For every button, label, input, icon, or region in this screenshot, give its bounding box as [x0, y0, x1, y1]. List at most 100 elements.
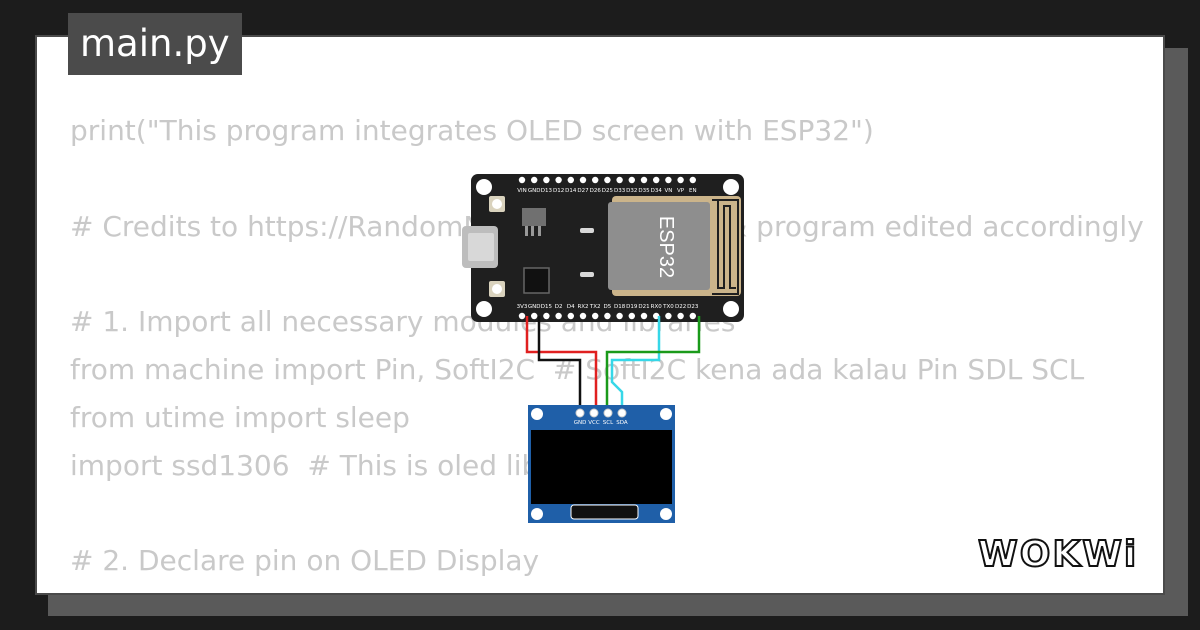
voltage-regulator — [522, 208, 546, 226]
esp32-pin-3v3[interactable] — [518, 312, 526, 320]
esp32-pin-tx0[interactable] — [665, 312, 672, 320]
esp32-pin-tx2[interactable] — [592, 312, 599, 320]
oled-screen — [531, 430, 672, 504]
esp32-pin-d33[interactable] — [616, 176, 623, 184]
file-tab[interactable]: main.py — [68, 13, 242, 75]
usb-uart-chip — [523, 267, 550, 294]
esp32-pin-vin[interactable] — [518, 176, 526, 184]
esp32-pin-label: D12 — [553, 188, 564, 194]
esp32-pin-d32[interactable] — [628, 176, 635, 184]
usb-port-inner — [468, 233, 494, 261]
esp32-pin-gnd[interactable] — [531, 176, 538, 184]
esp32-pin-label: D33 — [614, 188, 626, 194]
esp32-pin-label: D22 — [675, 304, 686, 310]
regulator-leg — [538, 226, 541, 236]
wire-gnd[interactable] — [537, 316, 582, 412]
esp32-pin-d27[interactable] — [579, 176, 587, 184]
esp32-pin-label: D27 — [577, 188, 589, 194]
esp32-pin-d19[interactable] — [628, 312, 635, 320]
esp32-pin-d23[interactable] — [689, 312, 696, 320]
esp32-pin-label: D34 — [651, 188, 663, 194]
oled-pin-label: VCC — [588, 420, 600, 426]
wire-vcc[interactable] — [525, 316, 598, 412]
mount-hole-icon — [723, 301, 739, 317]
esp32-pin-d25[interactable] — [604, 176, 611, 184]
esp32-pin-d22[interactable] — [677, 312, 684, 320]
oled-pin-sda[interactable] — [617, 408, 627, 418]
esp32-pin-d35[interactable] — [640, 176, 648, 184]
esp32-pin-d26[interactable] — [592, 176, 599, 184]
oled-pin-gnd[interactable] — [575, 408, 585, 418]
esp32-pin-label: D18 — [614, 304, 626, 310]
esp32-pin-label: D14 — [565, 188, 577, 194]
oled-pin-label: SDA — [616, 420, 628, 426]
mount-hole-icon — [476, 301, 492, 317]
esp32-pin-label: D21 — [638, 304, 649, 310]
regulator-leg — [531, 226, 534, 236]
oled-pin-row — [575, 408, 627, 418]
esp32-pin-label: D4 — [567, 304, 575, 310]
esp32-pin-label: VIN — [517, 188, 527, 194]
code-line: # 2. Declare pin on OLED Display — [70, 544, 540, 578]
esp32-pin-label: VN — [664, 188, 672, 194]
esp32-pin-label: D15 — [541, 304, 553, 310]
esp32-pin-label: GND — [528, 188, 541, 194]
code-line: from utime import sleep — [70, 400, 410, 434]
esp32-pin-d13[interactable] — [543, 176, 550, 184]
esp32-pin-d21[interactable] — [640, 312, 648, 320]
code-line: i2c = SoftI2C(scl=Pin(22), sda=Pin(21)) — [70, 585, 1144, 593]
esp32-module-shield — [608, 202, 710, 290]
esp32-pin-vp[interactable] — [677, 176, 684, 184]
esp32-pin-label: VP — [677, 188, 685, 194]
button-reset-cap — [492, 284, 502, 294]
wokwi-logo: WOKWi — [978, 533, 1138, 576]
esp32-pin-d15[interactable] — [543, 312, 550, 320]
esp32-pin-label: D19 — [626, 304, 638, 310]
oled-pin-label: SCL — [603, 420, 614, 426]
esp32-pin-label: 3V3 — [517, 304, 528, 310]
esp32-pin-vn[interactable] — [665, 176, 672, 184]
esp32-pin-label: D25 — [602, 188, 614, 194]
esp32-pin-label: RX2 — [577, 304, 588, 310]
esp32-pin-d18[interactable] — [616, 312, 623, 320]
wire-sda[interactable] — [610, 316, 661, 412]
esp32-pin-d34[interactable] — [653, 176, 660, 184]
wire-scl[interactable] — [605, 316, 701, 412]
mount-hole-icon — [531, 508, 543, 520]
esp32-pin-d14[interactable] — [567, 176, 574, 184]
mount-hole-icon — [531, 408, 543, 420]
esp32-pin-gnd[interactable] — [531, 312, 538, 320]
oled-pin-vcc[interactable] — [589, 408, 599, 418]
esp32-pin-label: RX0 — [651, 304, 663, 310]
esp32-bottom-pin-row — [518, 312, 696, 320]
esp32-pin-label: TX2 — [589, 304, 601, 310]
esp32-pin-d4[interactable] — [567, 312, 574, 320]
esp32-pin-label: D5 — [604, 304, 612, 310]
regulator-leg — [525, 226, 528, 236]
code-line: print("This program integrates OLED scre… — [70, 114, 874, 147]
esp32-pin-label: GND — [528, 304, 541, 310]
mount-hole-icon — [723, 179, 739, 195]
esp32-pin-en[interactable] — [689, 176, 696, 184]
oled-ribbon — [570, 504, 639, 520]
esp32-pin-label: D13 — [541, 188, 553, 194]
esp32-pin-label: TX0 — [662, 304, 674, 310]
led-status — [580, 272, 594, 277]
oled-pin-scl[interactable] — [603, 408, 613, 418]
esp32-pin-rx2[interactable] — [579, 312, 587, 320]
esp32-pin-d12[interactable] — [555, 176, 562, 184]
mount-hole-icon — [476, 179, 492, 195]
esp32-pin-label: EN — [689, 188, 697, 194]
antenna-icon — [712, 199, 739, 295]
esp32-pin-d2[interactable] — [555, 312, 562, 320]
mount-hole-icon — [660, 508, 672, 520]
esp32-pin-label: D35 — [638, 188, 650, 194]
esp32-pin-d5[interactable] — [604, 312, 611, 320]
wokwi-logo-text: WOKWi — [978, 534, 1138, 575]
